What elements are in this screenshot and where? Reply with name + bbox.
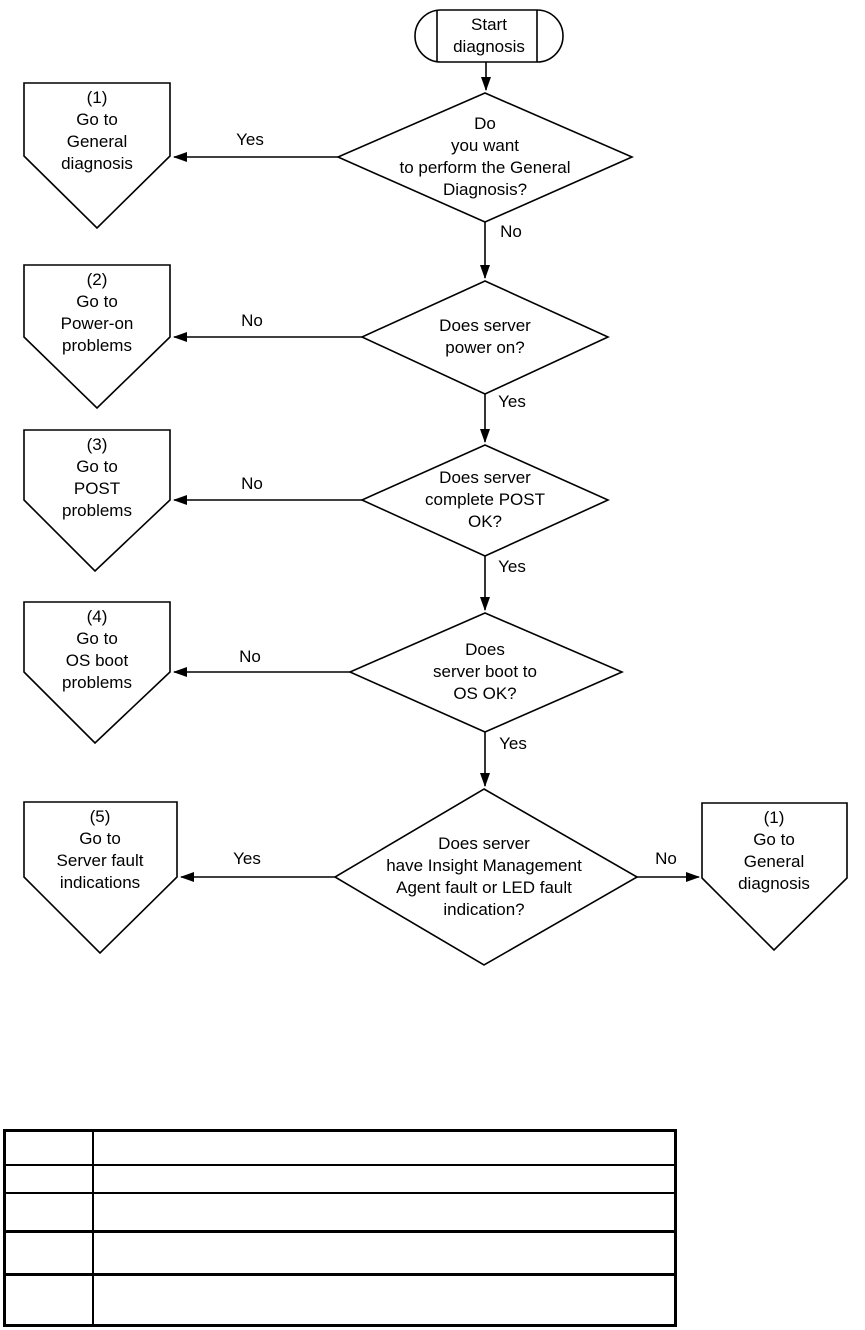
decision-2-no-label: No <box>241 311 263 330</box>
decision-5-no-label: No <box>655 849 677 868</box>
decision-1-yes-label: Yes <box>236 130 264 149</box>
table-cell <box>94 1166 674 1192</box>
decision-4-question: Does server boot to OS OK? <box>433 640 537 703</box>
table-cell <box>94 1233 674 1273</box>
start-terminator-shape <box>414 9 564 63</box>
decision-2-question: Does server power on? <box>439 316 531 357</box>
goto-general-diagnosis-pentagon <box>23 82 171 230</box>
goto-general-diagnosis-right-pentagon <box>701 802 848 952</box>
goto-3-label: (3) Go to POST problems <box>62 435 132 520</box>
goto-power-on-problems-pentagon <box>23 264 171 410</box>
decision-2-yes-label: Yes <box>498 392 526 411</box>
decision-5-diamond <box>333 788 639 966</box>
decision-5-question: Does server have Insight Management Agen… <box>386 834 582 919</box>
goto-1-label: (1) Go to General diagnosis <box>61 88 133 173</box>
reference-table <box>3 1129 677 1327</box>
table-cell <box>6 1233 94 1273</box>
goto-post-problems-pentagon <box>23 429 171 573</box>
goto-4-label: (4) Go to OS boot problems <box>62 607 132 692</box>
table-row <box>6 1164 674 1192</box>
decision-3-yes-label: Yes <box>498 557 526 576</box>
decision-1-question: Do you want to perform the General Diagn… <box>399 114 571 199</box>
table-cell <box>6 1194 94 1230</box>
table-cell <box>6 1132 94 1164</box>
table-row <box>6 1230 674 1273</box>
goto-5-label: (5) Go to Server fault indications <box>56 807 144 892</box>
goto-server-fault-indications-pentagon <box>23 801 178 955</box>
goto-2-label: (2) Go to Power-on problems <box>60 270 134 355</box>
decision-5-yes-label: Yes <box>233 849 261 868</box>
table-cell <box>94 1132 674 1164</box>
decision-1-no-label: No <box>500 222 522 241</box>
table-cell <box>94 1194 674 1230</box>
table-row <box>6 1273 674 1324</box>
decision-4-no-label: No <box>239 647 261 666</box>
table-row <box>6 1192 674 1230</box>
decision-4-yes-label: Yes <box>499 734 527 753</box>
table-row <box>6 1132 674 1164</box>
decision-3-no-label: No <box>241 474 263 493</box>
table-cell <box>6 1276 94 1324</box>
decision-3-question: Does server complete POST OK? <box>425 468 545 531</box>
table-cell <box>94 1276 674 1324</box>
goto-os-boot-problems-pentagon <box>23 601 171 745</box>
goto-1-right-label: (1) Go to General diagnosis <box>738 808 810 893</box>
start-label: Start diagnosis <box>453 15 525 56</box>
table-cell <box>6 1166 94 1192</box>
